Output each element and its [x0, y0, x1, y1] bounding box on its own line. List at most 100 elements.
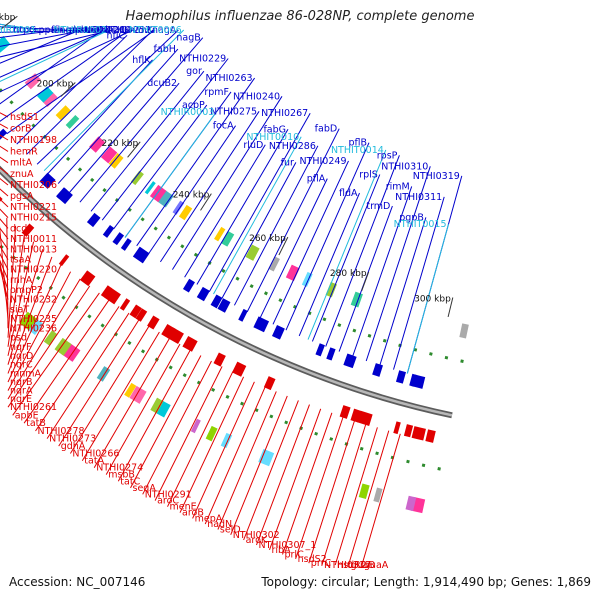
leader-line — [246, 128, 340, 313]
leader-line — [7, 233, 25, 347]
leader-line — [154, 366, 223, 501]
leader-line — [79, 82, 180, 203]
cog-block — [37, 86, 54, 103]
cog-block — [124, 382, 137, 398]
cog-block — [459, 323, 469, 339]
cog-block — [220, 230, 235, 247]
leader-line — [208, 112, 311, 292]
leader-line — [295, 416, 344, 560]
gene-label: NTHIT0015 — [394, 219, 447, 230]
leader-line — [23, 299, 110, 424]
forward-cds-block — [263, 376, 276, 391]
genome-summary: Topology: circular; Length: 1,914,490 bp… — [261, 575, 591, 589]
reverse-cds-block — [217, 298, 231, 313]
reverse-cds-block — [343, 353, 357, 369]
gene-label: msbB — [108, 470, 135, 481]
leader-line — [0, 29, 134, 93]
leader-line — [365, 166, 431, 362]
scale-label: 200 kbp — [37, 80, 74, 90]
leader-line — [117, 349, 191, 482]
forward-cds-block — [350, 408, 362, 423]
gene-label: fabG — [263, 124, 286, 135]
leader-line — [0, 23, 39, 31]
gene-label: nqrC — [10, 360, 33, 371]
gene-label: NTHI0307_1 — [259, 540, 317, 551]
gene-label: NTHI0011 — [10, 234, 57, 245]
gene-label: corB — [10, 124, 31, 135]
forward-cds-block — [411, 426, 426, 441]
leader-line — [0, 29, 81, 64]
leader-line — [124, 111, 217, 238]
gene-label: mltA — [10, 158, 33, 169]
gene-label: nanE — [81, 25, 105, 36]
gene-label: pflA — [307, 174, 326, 185]
gene-label: NTHI0221 — [10, 202, 57, 213]
leader-line — [269, 408, 322, 550]
gene-label: NTHI0249 — [299, 156, 346, 167]
gene-label: NTHI0198 — [10, 135, 57, 146]
gene-label: selD — [220, 525, 241, 536]
gene-label: aroB — [182, 508, 204, 519]
gene-label: nanK — [129, 25, 154, 36]
gene-label: hflC — [106, 30, 125, 41]
leader-line — [68, 37, 204, 194]
leader-line — [348, 430, 390, 566]
scale-label: 260 kbp — [249, 234, 286, 244]
gene-label: znuA — [10, 169, 34, 180]
gene-label: NTHI0274 — [96, 463, 143, 474]
gene-label: rimM — [386, 181, 410, 192]
leader-line — [0, 259, 9, 280]
reverse-cds-block — [210, 294, 223, 309]
leader-line — [6, 29, 156, 135]
leader-line — [361, 433, 401, 566]
reverse-cds-block — [102, 224, 115, 238]
leader-line — [282, 412, 333, 555]
gene-label: prlC — [285, 549, 305, 560]
leader-line — [12, 292, 100, 416]
gene-label: tsaA — [10, 255, 31, 266]
forward-cds-block — [213, 352, 226, 367]
reverse-cds-block — [112, 232, 125, 246]
forward-cds-block — [21, 223, 35, 237]
cog-block — [0, 36, 11, 53]
gene-label: nadN — [207, 519, 232, 530]
forward-cds-block — [357, 410, 373, 426]
gene-label: rpmF — [204, 87, 229, 98]
gene-label: hflK — [132, 55, 151, 66]
gene-label: rlmL — [69, 25, 91, 36]
leader-line — [7, 225, 17, 338]
gene-label: NTHI0240 — [233, 91, 280, 102]
reverse-cds-block — [253, 316, 270, 333]
leader-line — [46, 312, 130, 439]
leader-line — [0, 226, 9, 319]
gene-label: NTHI0291 — [145, 489, 192, 500]
gene-label: NTHI0261 — [10, 402, 57, 413]
gene-label: NTHI0273 — [49, 434, 96, 445]
gene-label: mpl — [66, 25, 84, 36]
leader-line — [0, 29, 59, 38]
leader-line — [90, 70, 205, 212]
gene-label: fabD — [315, 124, 338, 135]
gene-label: rluD — [243, 140, 263, 151]
cog-block — [358, 483, 370, 499]
gene-label: acpP — [182, 100, 205, 111]
gene-label: ompP2 — [10, 285, 43, 296]
gene-label: dnaQ — [102, 25, 127, 36]
cog-block — [214, 226, 226, 242]
leader-line — [0, 29, 86, 47]
cog-block — [65, 114, 80, 129]
reverse-cds-block — [238, 308, 248, 322]
gene-label: ribA — [272, 545, 292, 556]
gene-label: NTHI0215 — [10, 213, 57, 224]
leader-line — [272, 160, 349, 325]
gene-label: tatA — [84, 456, 104, 467]
gene-label: hsdS1 — [10, 112, 39, 123]
gene-label: fldA — [339, 188, 358, 199]
gene-label: NTHI0317 — [324, 560, 371, 571]
leader-line — [334, 427, 378, 566]
forward-cds-block — [232, 361, 247, 377]
gene-label: psd — [10, 333, 27, 344]
gene-label: NTHIR0003 — [161, 107, 215, 118]
gene-label: guaA — [364, 560, 389, 571]
